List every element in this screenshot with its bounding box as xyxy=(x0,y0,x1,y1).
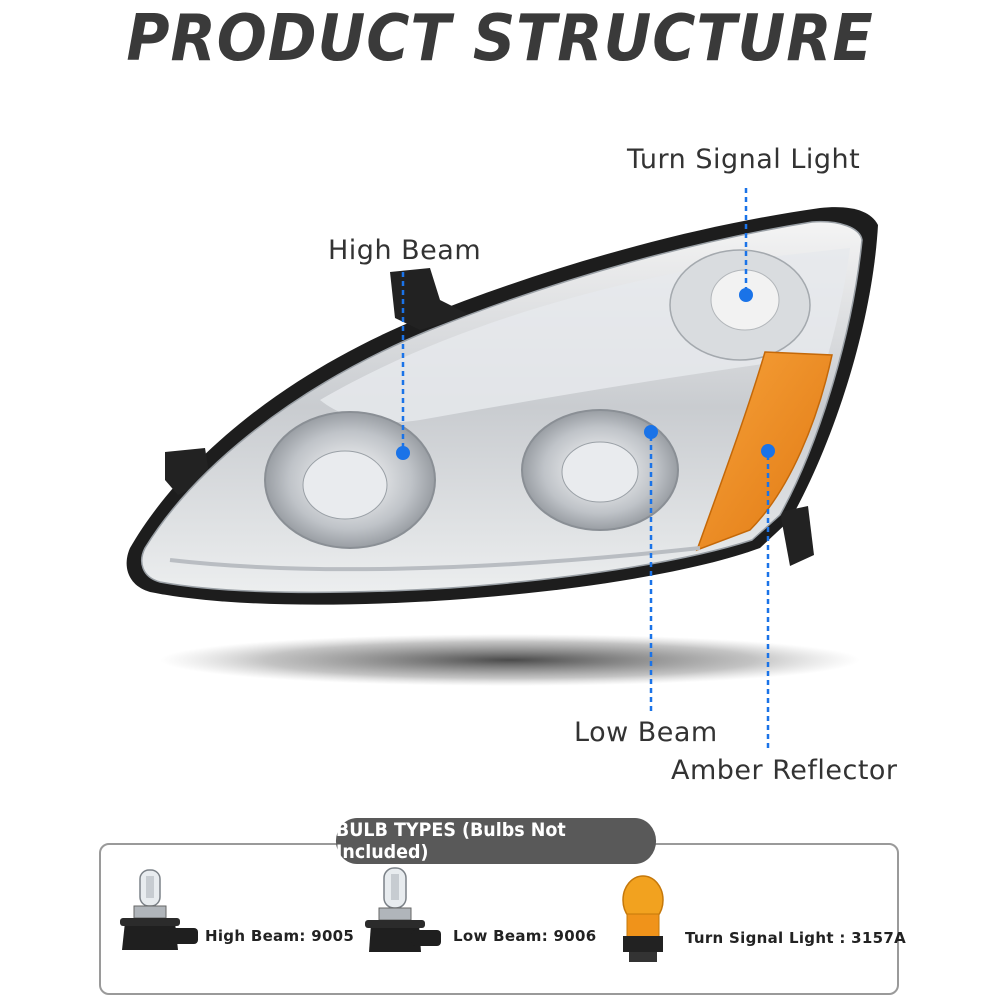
callout-turn-signal xyxy=(739,188,753,302)
turn-signal-label: Turn Signal Light xyxy=(627,144,861,175)
halogen-bulb-9006-icon xyxy=(365,867,441,952)
headlight-assembly xyxy=(126,207,878,605)
callout-high-beam xyxy=(396,272,410,460)
bulb-types-header: BULB TYPES (Bulbs Not Included) xyxy=(335,818,657,864)
bulb-types-panel xyxy=(99,843,899,995)
low-beam-label: Low Beam xyxy=(574,717,718,748)
callout-low-beam xyxy=(644,425,658,712)
halogen-bulb-9005-icon xyxy=(120,869,198,950)
bulb-label-high-beam: High Beam: 9005 xyxy=(205,927,355,945)
page-title: PRODUCT STRUCTURE xyxy=(126,2,874,76)
amber-wedge-bulb-icon xyxy=(622,875,664,962)
high-beam-label: High Beam xyxy=(328,235,482,266)
amber-reflector-label: Amber Reflector xyxy=(671,755,898,786)
bulb-label-turn-signal: Turn Signal Light : 3157A xyxy=(685,929,906,947)
headlight-shadow xyxy=(160,634,860,686)
callout-amber-reflector xyxy=(761,444,775,750)
bulb-label-low-beam: Low Beam: 9006 xyxy=(453,927,597,945)
